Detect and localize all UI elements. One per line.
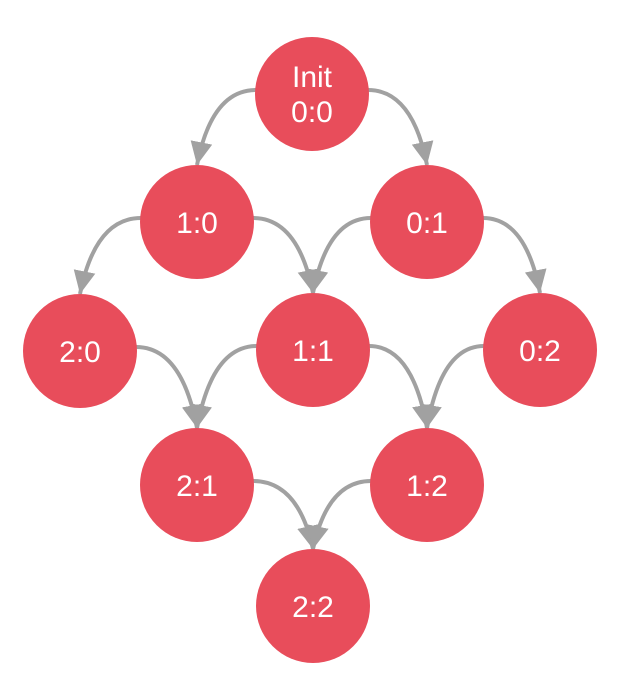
node-circle[interactable] [140,165,254,279]
node-1:1[interactable]: 1:1 [256,293,370,407]
node-2:2[interactable]: 2:2 [256,549,370,663]
edge-0:2-to-1:2 [420,344,485,429]
edge-0:1-to-1:1 [306,216,372,294]
node-2:0[interactable]: 2:0 [23,294,137,408]
node-1:2[interactable]: 1:2 [370,428,484,542]
edge-0:1-to-0:2 [482,216,547,294]
node-circle[interactable] [255,37,369,151]
edge-1:0-to-2:0 [73,216,142,295]
edge-1:1-to-1:2 [368,344,434,429]
node-circle[interactable] [256,549,370,663]
node-2:1[interactable]: 2:1 [140,428,254,542]
edge-2:0-to-2:1 [135,345,204,429]
edge-2:1-to-2:2 [252,479,319,550]
node-circle[interactable] [370,428,484,542]
edge-1:2-to-2:2 [307,479,372,550]
edge-1:0-to-1:1 [252,216,320,294]
node-circle[interactable] [256,293,370,407]
node-circle[interactable] [140,428,254,542]
edge-0:0-to-0:1 [367,88,434,166]
edge-layer [73,88,547,550]
node-0:1[interactable]: 0:1 [370,165,484,279]
node-circle[interactable] [483,293,597,407]
node-circle[interactable] [23,294,137,408]
node-0:2[interactable]: 0:2 [483,293,597,407]
node-1:0[interactable]: 1:0 [140,165,254,279]
edge-0:0-to-1:0 [190,88,257,166]
edge-1:1-to-2:1 [190,344,258,429]
node-circle[interactable] [370,165,484,279]
